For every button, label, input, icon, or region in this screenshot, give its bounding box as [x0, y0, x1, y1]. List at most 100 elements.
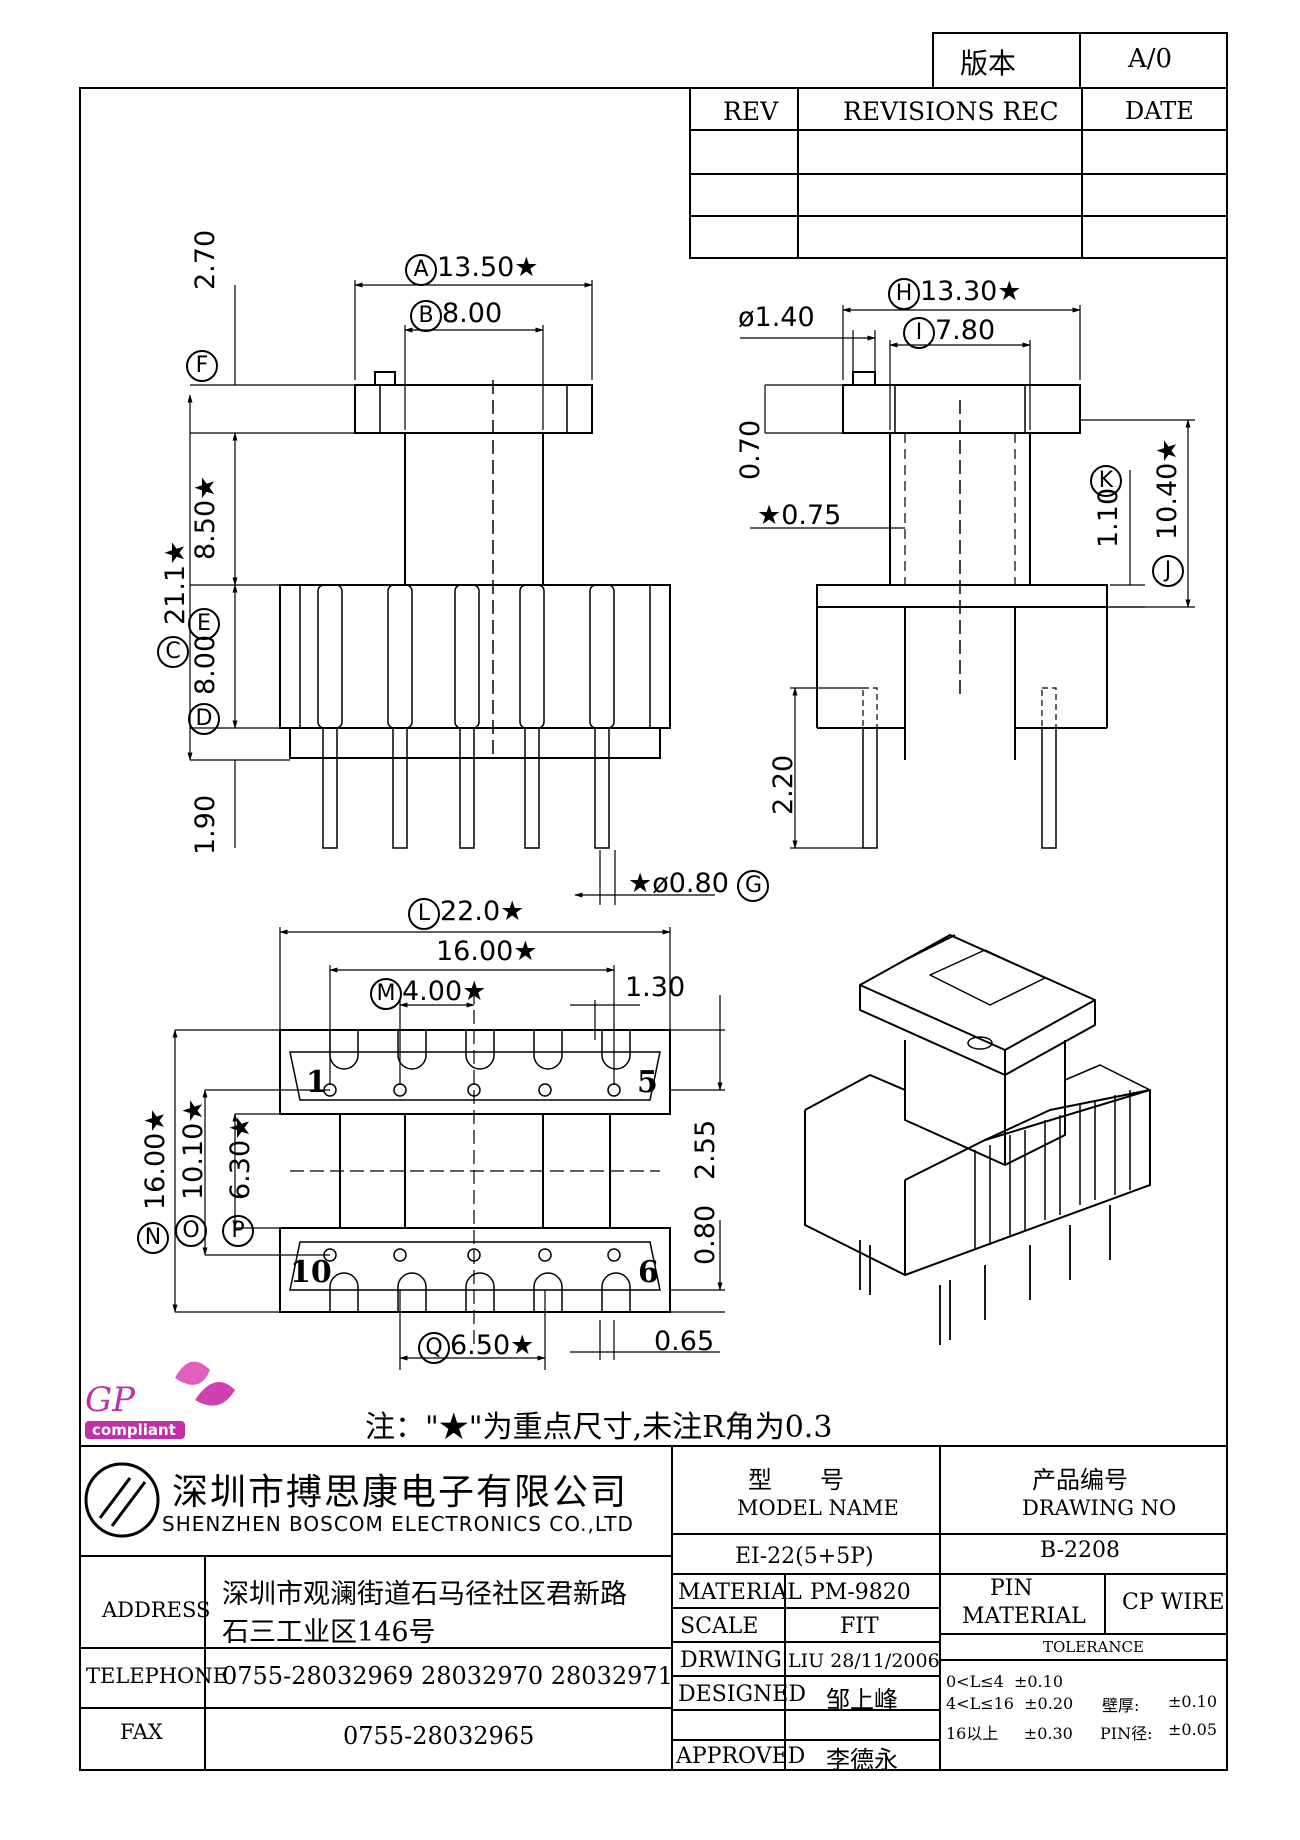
dim-q-value: 6.50 [450, 1330, 511, 1361]
key-star: ★ [500, 896, 525, 927]
dim-letter-c: C [157, 636, 189, 668]
dim-letter-p: P [222, 1215, 254, 1247]
dim-065: 0.65 [654, 1326, 715, 1357]
tolerance-row-1: 0<L≤4 ±0.10 [946, 1672, 1063, 1691]
dim-i-value: 7.80 [935, 315, 996, 346]
dim-c: 21.1★ [160, 541, 191, 625]
dim-letter-j: J [1152, 555, 1184, 587]
date-header: DATE [1125, 97, 1194, 125]
key-star: ★ [514, 252, 539, 283]
version-label: 版本 [960, 47, 1017, 80]
dim-k-value: 1.10 [1093, 487, 1124, 548]
isometric-view [804, 934, 1151, 1345]
model-value: EI-22(5+5P) [735, 1544, 874, 1569]
dim-m-value: 4.00 [402, 976, 463, 1007]
approved-value: 李德永 [826, 1746, 898, 1774]
fax-label: FAX [120, 1720, 163, 1744]
dim-o: 10.10★ [178, 1098, 209, 1200]
key-star: ★ [1152, 438, 1183, 463]
bottom-lower-flange [279, 1227, 671, 1313]
tolerance-label: TOLERANCE [1043, 1638, 1144, 1656]
address-label: ADDRESS [102, 1598, 211, 1622]
designed-value: 邹上峰 [826, 1686, 898, 1714]
company-logo [84, 1462, 160, 1538]
drawing-label-cn: 产品编号 [1032, 1466, 1128, 1494]
key-star: ★ [513, 936, 538, 967]
dim-220: 2.20 [768, 754, 799, 815]
pin-diameter-label: PIN径: [1100, 1724, 1153, 1743]
gp-logo-text: GP [85, 1380, 136, 1420]
compliant-label: compliant [92, 1421, 176, 1439]
drawing-label-en: DRAWING NO [1022, 1496, 1177, 1520]
company-name-en: SHENZHEN BOSCOM ELECTRONICS CO.,LTD [162, 1512, 634, 1536]
gp-logo [85, 1361, 235, 1439]
dim-080: 0.80 [690, 1204, 721, 1265]
dim-letter-k: K [1090, 465, 1122, 497]
pin-material-value: CP WIRE [1122, 1590, 1225, 1615]
pin-label-5: 5 [637, 1065, 658, 1100]
dim-g-value: 0.80 [668, 868, 729, 899]
dim-o-value: 10.10 [178, 1122, 209, 1200]
key-star: ★ [178, 1098, 209, 1123]
key-star: ★ [190, 475, 221, 500]
diameter-symbol: ø [652, 868, 669, 899]
fax-value: 0755-28032965 [343, 1722, 535, 1750]
dim-letter-q: Q [418, 1332, 450, 1364]
dim-n: 16.00★ [140, 1108, 171, 1210]
drwing-label: DRWING [680, 1648, 782, 1673]
drawing-note: 注："★"为重点尺寸,未注R角为0.3 [365, 1410, 833, 1445]
telephone-label: TELEPHONE [86, 1664, 228, 1688]
address-line-2: 石三工业区146号 [222, 1617, 436, 1648]
dim-075-value: 0.75 [781, 500, 842, 531]
side-view [816, 371, 1108, 849]
drwing-value: LIU 28/11/2006 [788, 1650, 940, 1672]
dim-1600-value: 16.00 [436, 936, 514, 967]
bottom-top-flange [279, 1029, 671, 1115]
pin-label-6: 6 [638, 1255, 659, 1290]
wall-thickness-value: ±0.10 [1168, 1692, 1218, 1711]
dim-c-value: 21.1 [160, 564, 191, 625]
tolerance-row-2: 4<L≤16 ±0.20 [946, 1694, 1074, 1713]
dim-e: 8.50★ [190, 476, 221, 560]
dim-letter-a: A [405, 254, 437, 286]
dim-e-value: 8.50 [190, 499, 221, 560]
material-value: PM-9820 [810, 1580, 911, 1605]
drawing-number: B-2208 [1040, 1538, 1120, 1563]
dim-n-value: 16.00 [140, 1132, 171, 1210]
dim-pin-d-value: 1.40 [754, 302, 815, 333]
scale-label: SCALE [680, 1614, 759, 1639]
scale-value: FIT [840, 1614, 879, 1639]
dim-letter-n: N [137, 1222, 169, 1254]
pin-diameter-value: ±0.05 [1168, 1720, 1218, 1739]
dim-letter-b: B [410, 300, 442, 332]
dim-letter-h: H [888, 278, 920, 310]
designed-label: DESIGNED [678, 1682, 806, 1707]
title-block [80, 1445, 1227, 1770]
dim-pin-diameter: ø1.40 [738, 302, 815, 333]
dim-f-value: 2.70 [190, 229, 221, 290]
revisions-rec-header: REVISIONS REC [843, 97, 1059, 126]
dim-letter-f: F [186, 350, 218, 382]
dim-g: ★ø0.80 G [628, 868, 770, 902]
dim-letter-i: I [903, 317, 935, 349]
telephone-value: 0755-28032969 28032970 28032971 [222, 1662, 673, 1690]
dim-a-value: 13.50 [437, 252, 515, 283]
dim-p: 6.30★ [225, 1116, 256, 1200]
front-view [279, 371, 671, 849]
address-line-1: 深圳市观澜街道石马径社区君新路 [222, 1579, 627, 1610]
model-label-cn: 型 号 [748, 1466, 844, 1494]
approved-label: APPROVED [676, 1744, 806, 1769]
pin-material-label: PIN [990, 1576, 1033, 1601]
key-star: ★ [997, 276, 1022, 307]
key-star: ★ [225, 1115, 256, 1140]
key-star: ★ [160, 540, 191, 565]
pin-label-10: 10 [290, 1255, 332, 1290]
dim-d-value: 8.00 [190, 634, 221, 695]
dim-075: ★0.75 [757, 500, 841, 531]
